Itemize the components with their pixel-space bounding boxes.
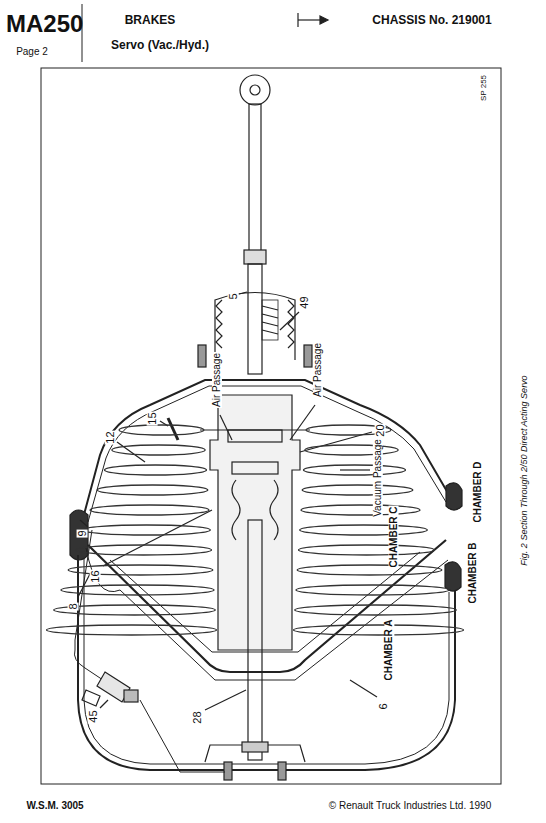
spring-coil <box>305 445 399 455</box>
spring-coil <box>304 465 406 475</box>
spring-coil <box>112 445 206 455</box>
callout-number: 6 <box>378 702 389 710</box>
spring-coil <box>47 625 217 635</box>
chassis-number: CHASSIS No. 219001 <box>372 14 491 26</box>
spring-coil <box>76 545 212 555</box>
spring-coil <box>297 565 442 575</box>
spring-coil <box>299 545 435 555</box>
spring-coil <box>302 485 413 495</box>
spring-coil <box>83 525 211 535</box>
spring-coil <box>119 425 204 435</box>
callout-number: 9 <box>77 529 88 537</box>
spring-coil <box>301 505 420 515</box>
section-title: BRAKES <box>125 14 176 26</box>
chamber-label: CHAMBER A <box>384 619 394 682</box>
chamber-label: CHAMBER B <box>468 541 478 604</box>
chamber-label: CHAMBER C <box>389 505 399 568</box>
spring-coil <box>105 465 207 475</box>
figure-ref: SP 255 <box>480 74 488 102</box>
figure-caption: Fig. 2 Section Through 2/50 Direct Actin… <box>519 374 528 566</box>
passage-label: Air Passage <box>313 342 323 398</box>
chamber-label: CHAMBER D <box>473 460 483 523</box>
callout-number: 45 <box>88 709 99 723</box>
spring-coil <box>294 625 464 635</box>
spring-coil <box>300 525 428 535</box>
passage-label: Vacuum Passage <box>373 438 383 518</box>
callout-number: 16 <box>90 569 101 583</box>
spring-coil <box>90 505 209 515</box>
callout-number: 5 <box>228 292 239 300</box>
callout-number: 49 <box>299 295 310 309</box>
page-code: MA250 <box>6 12 83 36</box>
callout-number: 8 <box>68 602 79 610</box>
page-number: Page 2 <box>16 47 48 57</box>
subsection-title: Servo (Vac./Hyd.) <box>111 39 209 51</box>
spring-coil <box>97 485 208 495</box>
spring-coil <box>296 585 449 595</box>
passage-label: Air Passage <box>212 352 222 408</box>
callout-number: 15 <box>147 411 158 425</box>
spring-coil <box>61 585 214 595</box>
manual-ref: W.S.M. 3005 <box>26 801 83 811</box>
spring-coil <box>295 605 457 615</box>
callout-number: 28 <box>192 710 203 724</box>
copyright: © Renault Truck Industries Ltd. 1990 <box>329 801 491 811</box>
callout-number: 20 <box>375 423 386 437</box>
callout-number: 12 <box>105 430 116 444</box>
